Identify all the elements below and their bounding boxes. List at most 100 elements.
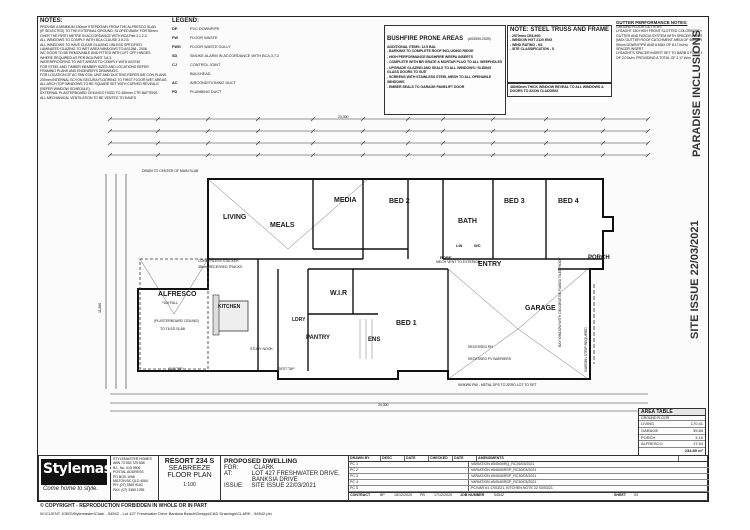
dimension-tick <box>645 128 651 134</box>
sheet-number: 03 <box>634 493 638 497</box>
bushfire-title: BUSHFIRE PRONE AREAS <box>387 36 464 42</box>
notes-line: FOR STEEL AND TIMBER MEMBER SIZES AND LO… <box>40 64 149 69</box>
note-garden-strip: GARDEN STRIP REQUIRED <box>584 327 588 372</box>
dimension-tick <box>155 152 161 158</box>
file-path: W:\CLIENT JOBS\Stylemaster\Clark - 54542… <box>40 511 272 516</box>
dimension-tick <box>360 152 366 158</box>
stylemaster-logo: Stylemaster <box>41 459 134 485</box>
notes-panel: NOTES: PROVIDE A MINIMUM 150mm STEPDOWN … <box>40 18 168 124</box>
address-line-2: BANKSIA DRIVE <box>252 477 298 483</box>
gutter-title: GUTTER PERFORMANCE NOTES: <box>616 20 688 25</box>
company-line: MILTON BC QLD 4064 <box>113 479 148 484</box>
bushfire-list: - BARKING TO COMPLETE ROOF INCLUDING RID… <box>387 49 503 89</box>
bushfire-line: - BARKING TO COMPLETE ROOF INCLUDING RID… <box>387 49 474 54</box>
legend-code <box>172 70 190 79</box>
note-rest-tap: REST TAP <box>278 367 295 371</box>
area-name: GARAGE <box>641 428 659 433</box>
room-bed1: BED 1 <box>396 320 417 327</box>
dimension-tick <box>440 140 446 146</box>
amendment-header: DATE <box>405 456 429 461</box>
dimension-tick <box>600 152 606 158</box>
drain-note: DRAIN TO CENTER OF MAIN SLAB <box>142 169 199 173</box>
note-tiled-slab: TO TILED SLAB <box>160 327 185 331</box>
overall-depth-dim: 11,880 <box>98 302 102 313</box>
steel-truss-panel: NOTE: STEEL TRUSS AND FRAME - 2570mm CEI… <box>507 25 612 83</box>
dimension-tick <box>155 116 161 122</box>
dimension-tick <box>310 128 316 134</box>
steel-truss-title: NOTE: STEEL TRUSS AND FRAME <box>510 27 610 33</box>
dimension-tick <box>107 116 113 122</box>
notes-line: FOR LOCATION OF AC FAN COIL UNIT AND DUC… <box>40 73 168 78</box>
drawing-sheet: NOTES: PROVIDE A MINIMUM 150mm STEPDOWN … <box>37 16 709 502</box>
legend-code: FWG <box>172 45 181 49</box>
legend-code: SD <box>172 54 178 58</box>
notes-line: (REFER WINDOW SCHEDULE). <box>40 86 91 91</box>
resort-name: RESORT 234 S <box>164 458 215 465</box>
notes-line: ALL WINDOWS TO COMPLY WITH BCA CLAUSE 3.… <box>40 38 130 43</box>
room-bed4: BED 4 <box>558 198 579 205</box>
amendment-rev: PC 4 <box>349 480 469 485</box>
dimension-tick <box>255 116 261 122</box>
dimension-tick <box>255 128 261 134</box>
dimension-tick <box>543 152 549 158</box>
note-mech-vent: MECH VENT TO EXTERIOR <box>436 260 481 264</box>
drawing-name: FLOOR PLAN <box>167 472 212 479</box>
area-total-value: 234.89 m² <box>684 447 703 453</box>
legend-label: CONTROL JOINT <box>190 63 221 67</box>
dimension-tick <box>490 128 496 134</box>
note-recessed-tracks: 38mm RECESSED TRACKS <box>198 265 243 269</box>
contract-label: CONTRACT <box>350 493 371 497</box>
proposed-dwelling: PROPOSED DWELLING <box>224 458 298 465</box>
dimension-tick <box>107 140 113 146</box>
amendment-text: VARIATION #54540/RSP_RC30/03/2021 <box>471 474 537 478</box>
area-table-title: AREA TABLE <box>639 409 705 416</box>
room-laundry: LDRY <box>292 317 306 323</box>
notes-title: NOTES: <box>40 18 63 24</box>
dimension-tick <box>543 128 549 134</box>
room-robe: ROBE <box>440 255 452 260</box>
company-line: B.L. No. 015 9506 <box>113 465 141 470</box>
room-bed2: BED 2 <box>389 198 410 205</box>
amendment-rev: PC 3 <box>349 474 469 479</box>
company-line: ABN 73 553 729 508 <box>113 461 145 466</box>
contract-date-2: 17/12/2020 <box>434 493 452 497</box>
legend-code: AC <box>172 81 178 85</box>
dimension-tick <box>405 152 411 158</box>
dimension-tick <box>543 116 549 122</box>
legend-label: PLUMBING DUCT <box>190 90 222 94</box>
gutter-line: GROUND FLOOR GUTTERS <box>616 25 662 29</box>
dimension-tick <box>310 140 316 146</box>
area-value: 39.84 <box>692 428 703 433</box>
note-cornerless: CORNERLESS STACKER <box>198 259 239 263</box>
amendment-header: DESC <box>381 456 405 461</box>
sheet-label: SHEET <box>614 493 626 497</box>
drawing-info-cell: RESORT 234 S SEABREEZE FLOOR PLAN 1:100 <box>159 456 221 500</box>
room-meals: MEALS <box>270 222 295 229</box>
dimension-tick <box>600 116 606 122</box>
legend-label: AIRCONDITIONING DUCT <box>190 81 236 85</box>
room-alfresco: ALFRESCO <box>158 291 197 298</box>
side-label-site-issue: SITE ISSUE 22/03/2021 <box>689 220 701 339</box>
legend-code: PD <box>172 90 178 94</box>
legend-code: FW <box>172 36 178 40</box>
dimension-tick <box>490 152 496 158</box>
dimension-tick <box>360 116 366 122</box>
dimension-tick <box>107 128 113 134</box>
at-label: AT: <box>224 471 233 477</box>
dimension-tick <box>205 116 211 122</box>
issue-value: SITE ISSUE 22/03/2021 <box>251 483 317 489</box>
dimension-tick <box>600 140 606 146</box>
